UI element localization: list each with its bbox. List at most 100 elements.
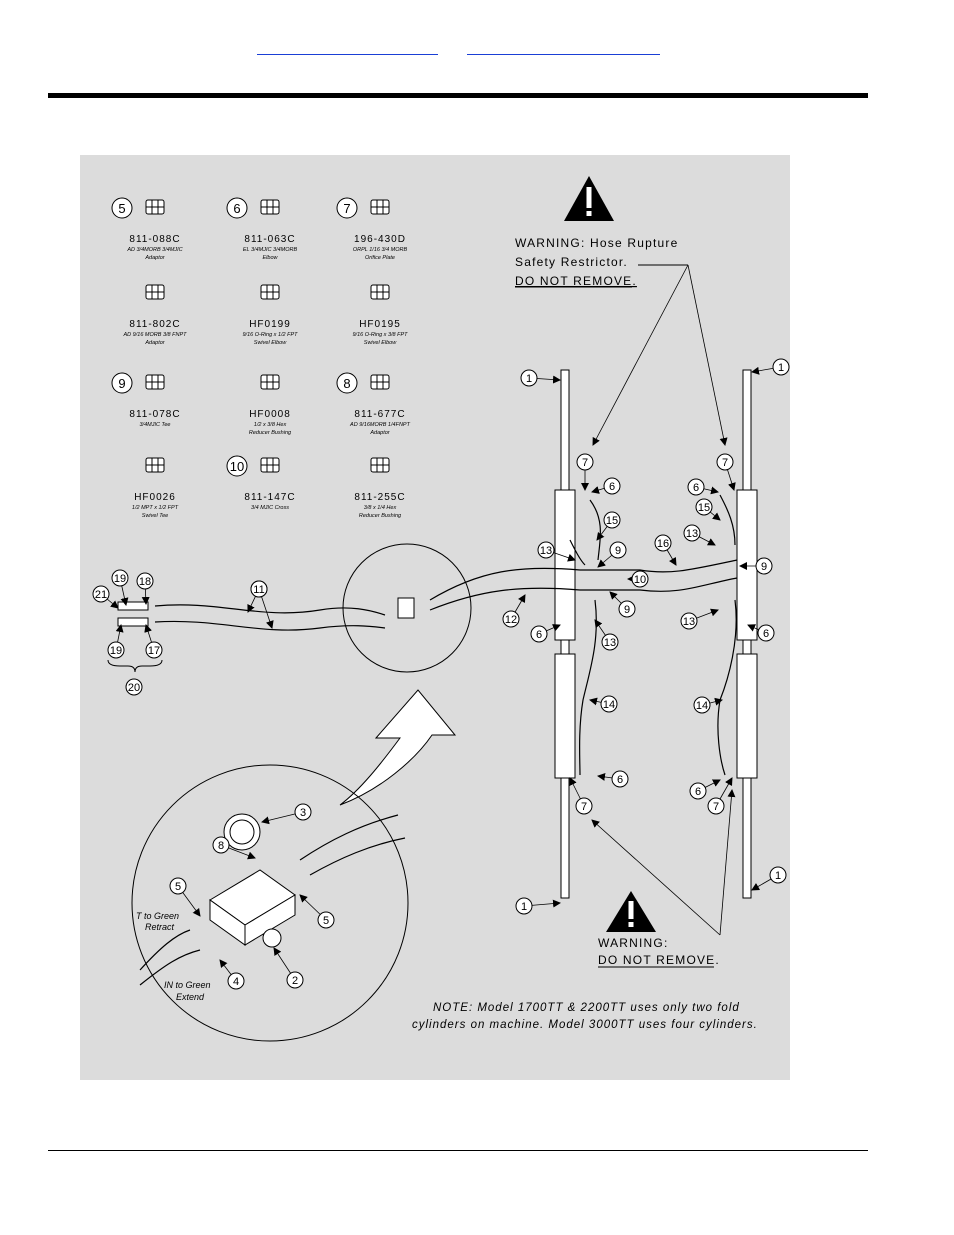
svg-text:15: 15 [606,515,618,527]
svg-text:6: 6 [536,629,542,641]
svg-text:6: 6 [617,774,623,786]
detail-t-line1: T to Green [136,911,179,921]
part-callout-number: 6 [233,201,240,216]
callout-12: 12 [502,594,526,628]
callout-13: 13 [683,524,716,546]
part-desc-2: Swivel Tee [142,513,168,519]
svg-text:1: 1 [526,373,532,385]
fitting-icon [370,284,390,300]
detail-hoses [139,814,406,986]
callout-7: 7 [569,777,593,815]
part-desc-2: Orifice Plate [365,255,395,261]
warning-top-line3: DO NOT REMOVE. [515,274,637,288]
svg-text:19: 19 [114,573,126,585]
cylinder-hoses [429,494,738,776]
part-callout-number: 7 [343,201,350,216]
svg-text:8: 8 [218,840,224,852]
svg-text:16: 16 [657,538,669,550]
header-rule [48,93,868,98]
warning-top-line2: Safety Restrictor. [515,255,628,269]
svg-text:6: 6 [609,481,615,493]
svg-text:14: 14 [603,699,615,711]
callout-5: 5 [169,877,201,917]
part-number: HF0199 [249,319,291,330]
nav-link-left[interactable] [257,44,438,55]
fitting-icon [260,199,280,215]
group-20-brace [107,659,163,673]
svg-text:6: 6 [763,628,769,640]
part-number: 811-078C [129,409,180,420]
svg-text:20: 20 [128,682,140,694]
callout-9: 9 [597,541,627,568]
callout-13: 13 [594,619,619,651]
svg-text:18: 18 [139,576,151,588]
fitting-icon [260,284,280,300]
part-desc-2: Adaptor [144,340,165,346]
svg-text:1: 1 [521,901,527,913]
callout-1: 1 [751,866,787,891]
svg-text:5: 5 [323,915,329,927]
part-desc-1: ORPL 1/16 3/4 MORB [353,247,408,253]
part-desc-2: Elbow [263,255,279,261]
svg-text:9: 9 [624,604,630,616]
svg-text:7: 7 [582,457,588,469]
part-desc-1: 9/16 O-Ring x 1/2 FPT [242,332,298,338]
part-desc-2: Reducer Bushing [359,513,402,519]
callout-7: 7 [576,453,594,491]
part-number: 811-677C [354,409,405,420]
fitting-icon [145,374,165,390]
hose-lines-11 [154,604,386,631]
part-number: HF0195 [359,319,401,330]
warning-bottom-line2: DO NOT REMOVE. [598,953,720,967]
fitting-icon [370,199,390,215]
part-number: 811-063C [244,234,295,245]
svg-text:5: 5 [175,881,181,893]
callout-15: 15 [695,498,721,521]
part-callout-circle [336,197,358,219]
detail-callout-arrow [339,689,457,806]
part-desc-2: Reducer Bushing [249,430,292,436]
callout-4: 4 [219,959,245,990]
callout-6: 6 [597,770,629,788]
svg-text:14: 14 [696,700,708,712]
part-desc-1: AD 9/16MORB 1/4FNPT [349,422,411,428]
callout-7: 7 [716,453,736,491]
svg-text:13: 13 [540,545,552,557]
callout-19: 19 [107,624,125,659]
part-desc-1: 1/2 MPT x 1/2 FPT [132,505,179,511]
callout-16: 16 [654,534,677,566]
warning-top-icon [564,176,614,221]
callout-6: 6 [689,779,721,800]
nav-link-right[interactable] [467,44,660,55]
callout-6: 6 [530,624,561,643]
callout-1: 1 [751,358,790,376]
manifold-small [397,597,415,619]
part-desc-2: Adaptor [369,430,390,436]
footer-rule [48,1150,868,1151]
callout-11: 11 [250,580,274,629]
callout-1: 1 [520,369,561,387]
part-desc-2: Adaptor [144,255,165,261]
callout-2: 2 [273,947,304,989]
svg-text:2: 2 [292,975,298,987]
detail-circle-small [342,543,472,673]
svg-text:3: 3 [300,807,306,819]
callout-5: 5 [299,894,335,929]
detail-circle-large [131,764,409,1042]
svg-text:19: 19 [110,645,122,657]
svg-text:1: 1 [775,870,781,882]
part-desc-2: Swivel Elbow [364,340,397,346]
callout-6: 6 [687,478,719,496]
part-number: 811-255C [354,492,405,503]
svg-text:7: 7 [713,801,719,813]
svg-text:13: 13 [686,528,698,540]
warning-top-line1: WARNING: Hose Rupture [515,236,678,250]
svg-text:13: 13 [683,616,695,628]
